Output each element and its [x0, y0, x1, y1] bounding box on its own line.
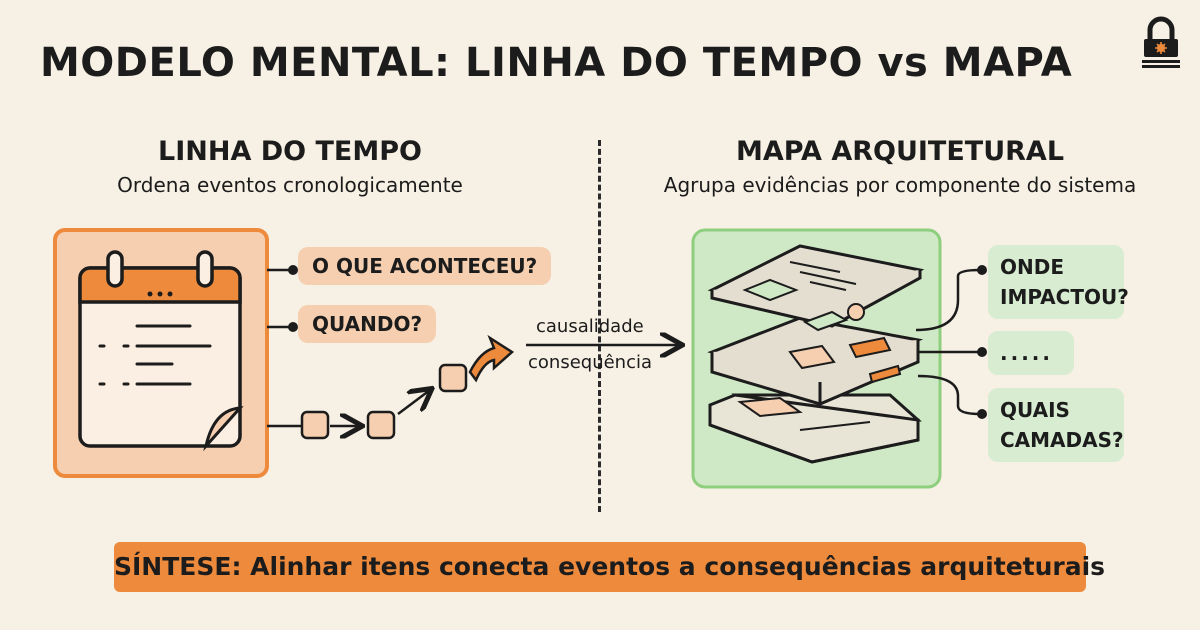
arrow-label-causality: causalidade	[536, 316, 644, 337]
question-chip-what-happened: O QUE ACONTECEU?	[298, 247, 552, 285]
synthesis-banner: SÍNTESE: Alinhar itens conecta eventos a…	[114, 542, 1105, 592]
map-label-where-impacted: ONDE IMPACTOU?	[988, 245, 1129, 319]
map-label-line: IMPACTOU?	[1000, 285, 1129, 309]
timeline-subtitle: Ordena eventos cronologicamente	[117, 173, 463, 197]
layers-stack-icon	[691, 228, 942, 489]
map-title: MAPA ARQUITETURAL	[735, 136, 1065, 167]
lock-logo-icon	[1142, 16, 1180, 68]
map-label-which-layers: QUAIS CAMADAS?	[988, 388, 1124, 462]
question-chip-when: QUANDO?	[298, 305, 437, 343]
arrow-label-consequence: consequência	[528, 352, 653, 373]
calendar-icon	[53, 228, 269, 478]
map-label-line: CAMADAS?	[1000, 428, 1124, 452]
timeline-title: LINHA DO TEMPO	[158, 136, 422, 167]
map-label-line: QUAIS	[1000, 398, 1070, 422]
map-label-line: ONDE	[1000, 255, 1065, 279]
map-subtitle: Agrupa evidências por componente do sist…	[663, 173, 1137, 197]
section-divider	[598, 140, 601, 512]
timeline-steps	[267, 334, 515, 440]
map-label-ellipsis: .....	[988, 331, 1074, 375]
page-title: MODELO MENTAL: LINHA DO TEMPO vs MAPA	[40, 40, 1073, 86]
